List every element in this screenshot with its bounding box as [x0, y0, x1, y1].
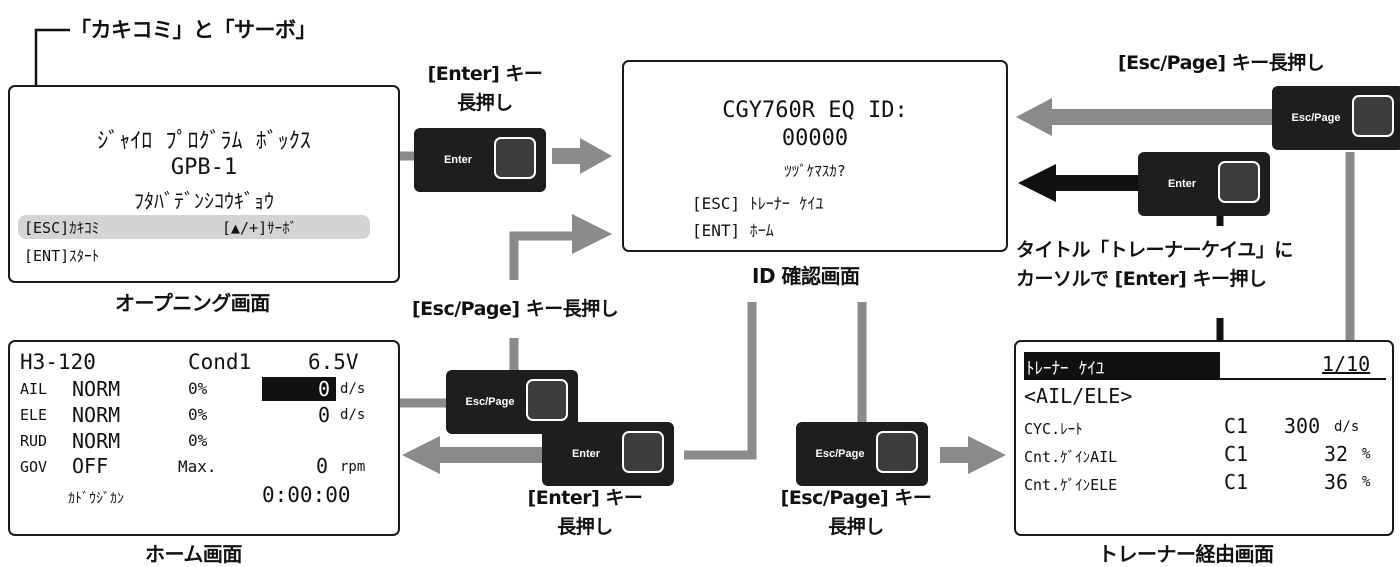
connector-up-right: [509, 231, 580, 280]
id-caption: ID 確認画面: [752, 264, 860, 288]
opening-esc-write: [ESC]ｶｷｺﾐ: [24, 219, 100, 237]
label-esc-long-mid: [Esc/Page] キー長押し: [412, 298, 619, 320]
id-line1: CGY760R EQ ID:: [722, 98, 908, 123]
label-enter-long-bottom: [Enter] キー長押し: [527, 487, 643, 538]
trainer-row-ail-label: Cnt.ｹﾞｲﾝAIL: [1024, 448, 1118, 466]
home-cond: Cond1: [188, 350, 252, 374]
enter-key-button[interactable]: [622, 431, 664, 473]
trainer-row-ail-unit: %: [1362, 446, 1371, 462]
trainer-screen: ﾄﾚｰﾅｰ ｹｲﾕ 1/10 <AIL/ELE> CYC.ﾚｰﾄ C1 300 …: [1014, 340, 1394, 536]
id-screen: CGY760R EQ ID: 00000 ﾂﾂﾞｹﾏｽｶ? [ESC] ﾄﾚｰﾅ…: [622, 60, 1008, 252]
home-gov-val: 0: [316, 454, 329, 478]
home-row-ail-ch: AIL: [20, 380, 48, 398]
opening-servo: [▲/+]ｻｰﾎﾞ: [222, 219, 298, 237]
home-gov-state: OFF: [72, 454, 109, 478]
opening-line3: ﾌﾀﾊﾞﾃﾞﾝｼｺｳｷﾞｮｳ: [134, 189, 274, 213]
home-row-rud-mode: NORM: [72, 429, 121, 453]
opening-line2: GPB-1: [170, 155, 238, 180]
arrow-enter-to-id: [552, 138, 612, 174]
enter-key-right[interactable]: Enter: [1138, 152, 1270, 216]
enter-key-label: Enter: [1167, 178, 1197, 190]
opening-line1: ｼﾞｬｲﾛ ﾌﾟﾛｸﾞﾗﾑ ﾎﾞｯｸｽ: [97, 129, 311, 154]
label-esc-long-top: [Esc/Page] キー長押し: [1118, 52, 1325, 74]
esc-key-button[interactable]: [1352, 95, 1394, 137]
trainer-row-ele-val: 36: [1324, 470, 1349, 494]
home-row-ail-mode: NORM: [72, 377, 121, 401]
arrow-esc-to-trainer: [940, 436, 1006, 474]
label-title-cursor-enter: タイトル「トレーナーケイユ」にカーソルで [Enter] キー押し: [1016, 239, 1293, 290]
trainer-row-cyc-c: C1: [1224, 414, 1249, 438]
home-gov-max: Max.: [178, 457, 217, 476]
trainer-title: ﾄﾚｰﾅｰ ｹｲﾕ: [1026, 359, 1105, 379]
home-row-ele-mode: NORM: [72, 403, 121, 427]
arrow-top-esc-to-id: [1016, 98, 1272, 136]
connector-id-down: [684, 302, 757, 460]
home-row-rud-ch: RUD: [20, 432, 48, 450]
esc-key-label: Esc/Page: [465, 396, 515, 408]
label-esc-long-bottom: [Esc/Page] キー長押し: [780, 487, 932, 538]
esc-key-top-right[interactable]: Esc/Page: [1272, 86, 1400, 150]
home-caption: ホーム画面: [145, 542, 242, 566]
enter-key-bottom[interactable]: Enter: [542, 422, 674, 486]
home-volt: 6.5V: [308, 350, 359, 374]
esc-key-button[interactable]: [526, 379, 568, 421]
trainer-page: 1/10: [1322, 352, 1371, 376]
home-timer-label: ｶﾄﾞｳｼﾞｶﾝ: [68, 491, 124, 507]
trainer-row-cyc-val: 300: [1284, 414, 1321, 438]
home-model: H3-120: [20, 350, 96, 374]
callout-kakikomi-servo: 「カキコミ」と「サーボ」: [70, 18, 317, 42]
home-row-ele-unit: d/s: [340, 407, 366, 423]
trainer-row-ail-val: 32: [1324, 442, 1349, 466]
trainer-row-cyc-label: CYC.ﾚｰﾄ: [1024, 420, 1083, 438]
trainer-title-underline: [1024, 378, 1386, 380]
enter-key-button[interactable]: [494, 137, 536, 179]
esc-key-label: Esc/Page: [815, 448, 865, 460]
esc-key-button[interactable]: [876, 431, 918, 473]
home-row-rud-pct: 0%: [188, 431, 208, 450]
opening-caption: オープニング画面: [115, 291, 270, 315]
home-screen: H3-120 Cond1 6.5V AIL NORM 0% 0 d/s ELE …: [8, 340, 400, 536]
id-line5: [ENT] ﾎｰﾑ: [692, 221, 774, 240]
id-line2: 00000: [781, 126, 849, 151]
trainer-row-ele-label: Cnt.ｹﾞｲﾝELE: [1024, 476, 1118, 494]
trainer-row-ele-unit: %: [1362, 474, 1371, 490]
opening-screen: ｼﾞｬｲﾛ ﾌﾟﾛｸﾞﾗﾑ ﾎﾞｯｸｽ GPB-1 ﾌﾀﾊﾞﾃﾞﾝｼｺｳｷﾞｮｳ…: [8, 85, 400, 283]
label-enter-long-top: [Enter] キー長押し: [427, 63, 543, 114]
home-timer: 0:00:00: [262, 483, 351, 507]
arrow-esc-to-id: [572, 214, 612, 254]
enter-key-button[interactable]: [1218, 161, 1260, 203]
trainer-row-ele-c: C1: [1224, 470, 1249, 494]
home-row-ail-unit: d/s: [340, 381, 366, 397]
enter-key-label: Enter: [443, 154, 473, 166]
arrow-enter-to-home: [402, 436, 542, 474]
home-row-ail-rate[interactable]: 0: [318, 377, 331, 401]
id-line3: ﾂﾂﾞｹﾏｽｶ?: [784, 162, 846, 180]
enter-key-label: Enter: [571, 448, 601, 460]
id-line4: [ESC] ﾄﾚｰﾅｰ ｹｲﾕ: [692, 194, 824, 213]
trainer-section: <AIL/ELE>: [1024, 384, 1133, 408]
home-row-ele-pct: 0%: [188, 405, 208, 424]
arrow-trainer-enter-to-id: [1018, 164, 1138, 202]
enter-key-top[interactable]: Enter: [414, 128, 546, 192]
trainer-title-bar: [1024, 352, 1220, 378]
esc-key-label: Esc/Page: [1291, 112, 1341, 124]
opening-highlight-row: [18, 215, 370, 239]
home-ail-rate-highlight: [262, 377, 336, 401]
home-gov-unit: rpm: [340, 459, 366, 475]
home-row-ele-rate: 0: [318, 403, 331, 427]
trainer-caption: トレーナー経由画面: [1098, 542, 1274, 566]
opening-ent-start: [ENT]ｽﾀｰﾄ: [24, 247, 100, 265]
home-gov-label: GOV: [20, 458, 48, 476]
trainer-row-cyc-unit: d/s: [1334, 419, 1360, 435]
home-row-ele-ch: ELE: [20, 406, 48, 424]
trainer-row-ail-c: C1: [1224, 442, 1249, 466]
home-row-ail-pct: 0%: [188, 379, 208, 398]
esc-key-bottom[interactable]: Esc/Page: [796, 422, 928, 486]
